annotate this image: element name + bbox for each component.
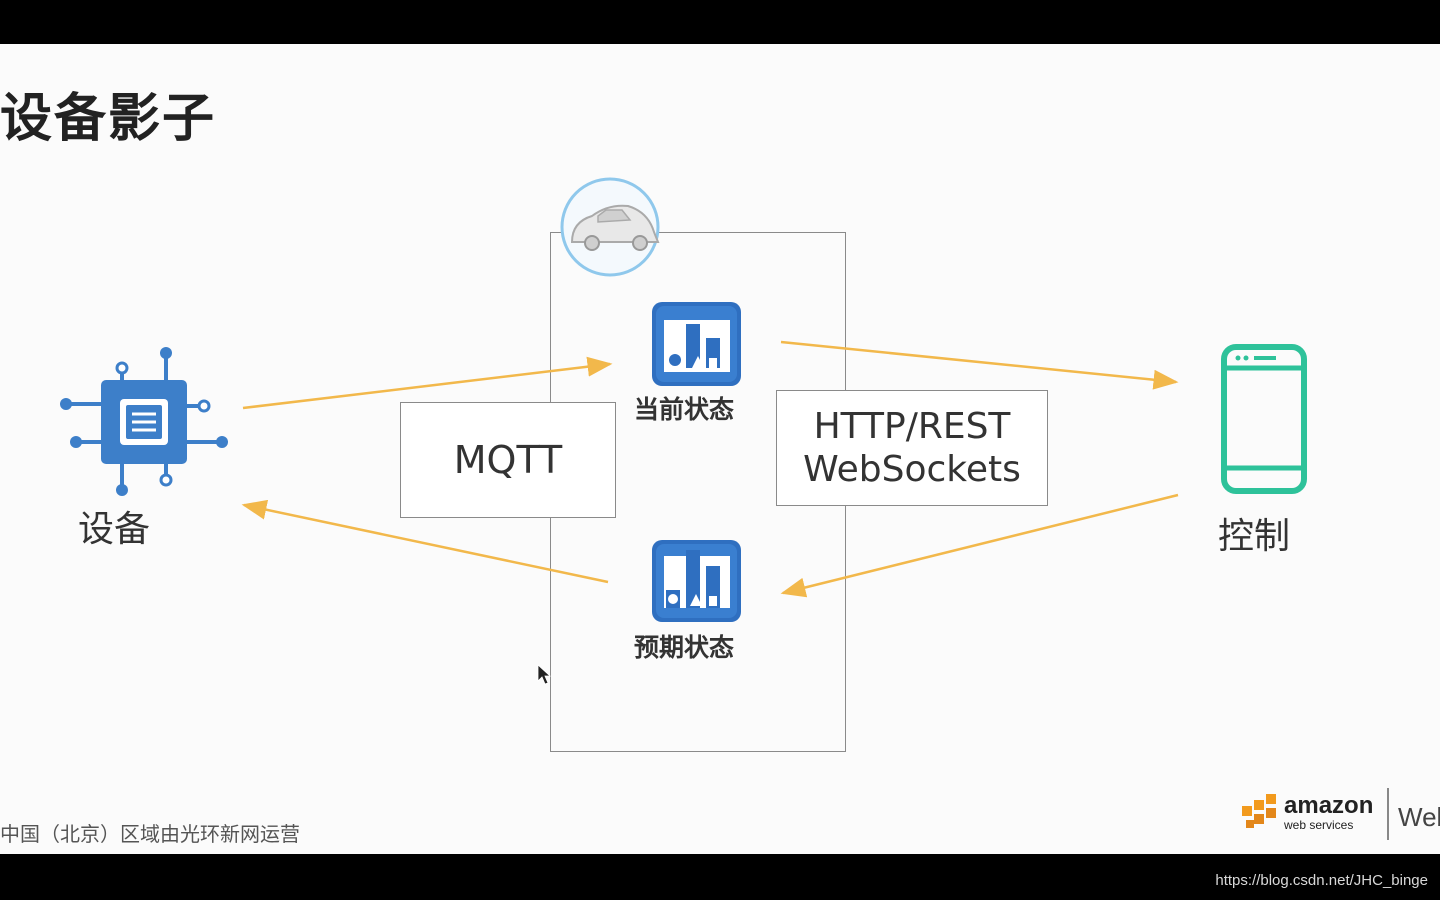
flow-arrows — [241, 340, 1179, 598]
video-bottom-bar — [0, 854, 1440, 900]
mqtt-label: MQTT — [453, 438, 563, 482]
device-label: 设备 — [78, 509, 151, 550]
control-label: 控制 — [1218, 516, 1291, 557]
current-state-icon — [652, 302, 741, 386]
arrow-desired-to-device — [241, 499, 609, 584]
aws-amazon-text: amazon — [1284, 792, 1374, 819]
desired-state-icon — [652, 540, 741, 622]
arrow-device-to-current — [242, 356, 613, 410]
slide: 设备影子 — [0, 44, 1440, 854]
chip-icon — [60, 347, 228, 496]
footer-text: 中国（北京）区域由光环新网运营 — [0, 822, 300, 846]
http-rest-label: HTTP/REST — [813, 406, 1011, 447]
slide-title: 设备影子 — [0, 89, 217, 149]
aws-divider — [1387, 788, 1389, 840]
aws-webservices-text: web services — [1284, 818, 1354, 832]
mobile-phone-icon — [1221, 344, 1307, 494]
mqtt-box: MQTT — [400, 402, 616, 518]
arrow-current-to-control — [780, 340, 1179, 390]
aws-smile-icon — [1242, 794, 1276, 828]
video-top-bar — [0, 0, 1440, 44]
car-icon — [560, 177, 660, 277]
arrow-control-to-desired — [780, 493, 1179, 598]
cursor-icon — [537, 664, 552, 685]
aws-trailing-text: Web — [1398, 802, 1440, 832]
http-websockets-box: HTTP/REST WebSockets — [776, 390, 1048, 506]
desired-state-label: 预期状态 — [634, 633, 735, 662]
current-state-label: 当前状态 — [634, 395, 735, 424]
watermark-url: https://blog.csdn.net/JHC_binge — [1215, 872, 1428, 889]
aws-logo: amazon web services Web — [1240, 788, 1440, 844]
websockets-label: WebSockets — [803, 449, 1021, 490]
